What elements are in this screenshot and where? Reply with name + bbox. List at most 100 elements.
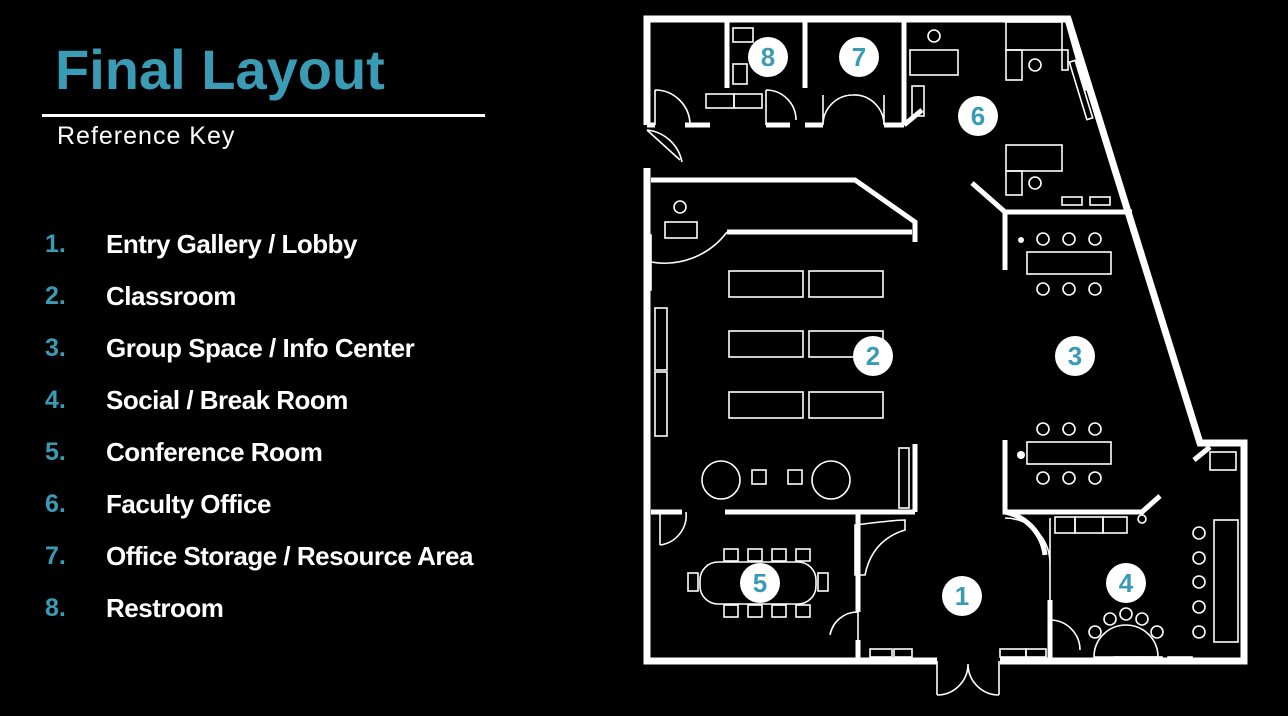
key-label: Group Space / Info Center bbox=[106, 332, 415, 363]
key-number: 6. bbox=[45, 489, 66, 518]
reference-key-list: 1. Entry Gallery / Lobby 2. Classroom 3.… bbox=[42, 218, 473, 634]
stool bbox=[1192, 575, 1206, 589]
chair bbox=[1062, 422, 1076, 436]
door-swing bbox=[822, 94, 885, 126]
room-badge-5 bbox=[740, 563, 780, 603]
stool bbox=[787, 469, 803, 485]
cabinet bbox=[1089, 196, 1111, 206]
key-item-2: 2. Classroom bbox=[42, 270, 473, 322]
room-wall bbox=[902, 108, 924, 127]
room-wall bbox=[1192, 445, 1212, 462]
room-badge-6-text: 6 bbox=[971, 101, 985, 131]
key-number: 5. bbox=[45, 437, 66, 466]
outer-wall bbox=[643, 15, 1248, 665]
desk bbox=[1005, 49, 1023, 81]
door-swing bbox=[1004, 517, 1051, 600]
counter bbox=[1102, 516, 1128, 534]
window bbox=[1167, 656, 1193, 664]
key-number: 1. bbox=[45, 229, 66, 258]
cabinet bbox=[1061, 49, 1069, 71]
sink bbox=[732, 63, 748, 85]
room-badge-2-text: 2 bbox=[866, 341, 880, 371]
chair bbox=[1062, 282, 1076, 296]
chair bbox=[771, 604, 787, 618]
key-label: Entry Gallery / Lobby bbox=[106, 228, 358, 259]
bench bbox=[1025, 648, 1047, 658]
key-number: 4. bbox=[45, 385, 66, 414]
shelf bbox=[654, 371, 668, 437]
chair bbox=[1135, 612, 1149, 626]
key-number: 3. bbox=[45, 333, 66, 362]
desk bbox=[664, 221, 698, 239]
door-swing bbox=[659, 511, 687, 546]
dot bbox=[1018, 237, 1024, 243]
chair bbox=[1062, 232, 1076, 246]
bench bbox=[893, 648, 913, 658]
chair bbox=[1150, 625, 1164, 639]
floor-plan: 1 2 3 4 5 6 7 8 bbox=[643, 15, 1248, 696]
chair bbox=[817, 572, 829, 592]
door-swing bbox=[650, 231, 728, 264]
room-badge-1 bbox=[942, 576, 982, 616]
conference-table bbox=[699, 561, 817, 605]
chair bbox=[1088, 471, 1102, 485]
stool bbox=[1192, 625, 1206, 639]
stool bbox=[1192, 600, 1206, 614]
bookshelf bbox=[911, 85, 925, 117]
room-badge-4-text: 4 bbox=[1119, 568, 1134, 598]
room-badge-8-text: 8 bbox=[761, 42, 775, 72]
key-label: Classroom bbox=[106, 280, 236, 311]
room-wall bbox=[1002, 440, 1162, 515]
chair bbox=[771, 548, 787, 562]
door-swing bbox=[765, 89, 797, 125]
lobby-wall bbox=[1004, 509, 1048, 556]
key-label: Restroom bbox=[106, 592, 224, 623]
door-swing bbox=[654, 89, 691, 126]
room-badge-7 bbox=[839, 37, 879, 77]
door-swing bbox=[646, 129, 683, 163]
key-item-6: 6. Faculty Office bbox=[42, 478, 473, 530]
classroom-table bbox=[728, 391, 804, 419]
counter bbox=[733, 93, 763, 109]
chair bbox=[1119, 607, 1133, 621]
room-badge-5-text: 5 bbox=[753, 568, 767, 598]
cabinet bbox=[1209, 451, 1237, 471]
classroom-table bbox=[808, 270, 884, 298]
room-badge-8 bbox=[748, 37, 788, 77]
chair bbox=[723, 548, 739, 562]
entry-door bbox=[936, 661, 1000, 696]
chair bbox=[723, 604, 739, 618]
chair bbox=[1088, 422, 1102, 436]
group-table bbox=[1026, 441, 1112, 465]
window bbox=[1068, 59, 1094, 121]
room-wall bbox=[1002, 209, 1132, 270]
bench bbox=[869, 648, 893, 658]
chair bbox=[1088, 625, 1102, 639]
chair bbox=[747, 604, 763, 618]
room-badge-7-text: 7 bbox=[852, 42, 866, 72]
chair bbox=[1028, 176, 1042, 190]
round-table bbox=[811, 460, 851, 500]
room-badge-1-text: 1 bbox=[955, 581, 969, 611]
restroom-fixture bbox=[732, 27, 754, 43]
outer-wall bbox=[643, 168, 937, 665]
key-item-8: 8. Restroom bbox=[42, 582, 473, 634]
chair bbox=[795, 548, 811, 562]
half-round-table bbox=[1093, 624, 1159, 658]
counter bbox=[705, 93, 735, 109]
room-badge-2 bbox=[853, 336, 893, 376]
chair bbox=[1036, 232, 1050, 246]
cabinet bbox=[1061, 196, 1083, 206]
classroom-wall bbox=[651, 177, 918, 242]
chair bbox=[1036, 422, 1050, 436]
desk bbox=[1005, 144, 1063, 172]
round-table bbox=[701, 460, 741, 500]
desk bbox=[1005, 170, 1023, 196]
page-subtitle: Reference Key bbox=[57, 122, 236, 150]
counter bbox=[1074, 516, 1104, 534]
key-item-1: 1. Entry Gallery / Lobby bbox=[42, 218, 473, 270]
classroom-table bbox=[808, 391, 884, 419]
key-label: Office Storage / Resource Area bbox=[106, 540, 473, 571]
stool bbox=[1192, 551, 1206, 565]
key-item-5: 5. Conference Room bbox=[42, 426, 473, 478]
